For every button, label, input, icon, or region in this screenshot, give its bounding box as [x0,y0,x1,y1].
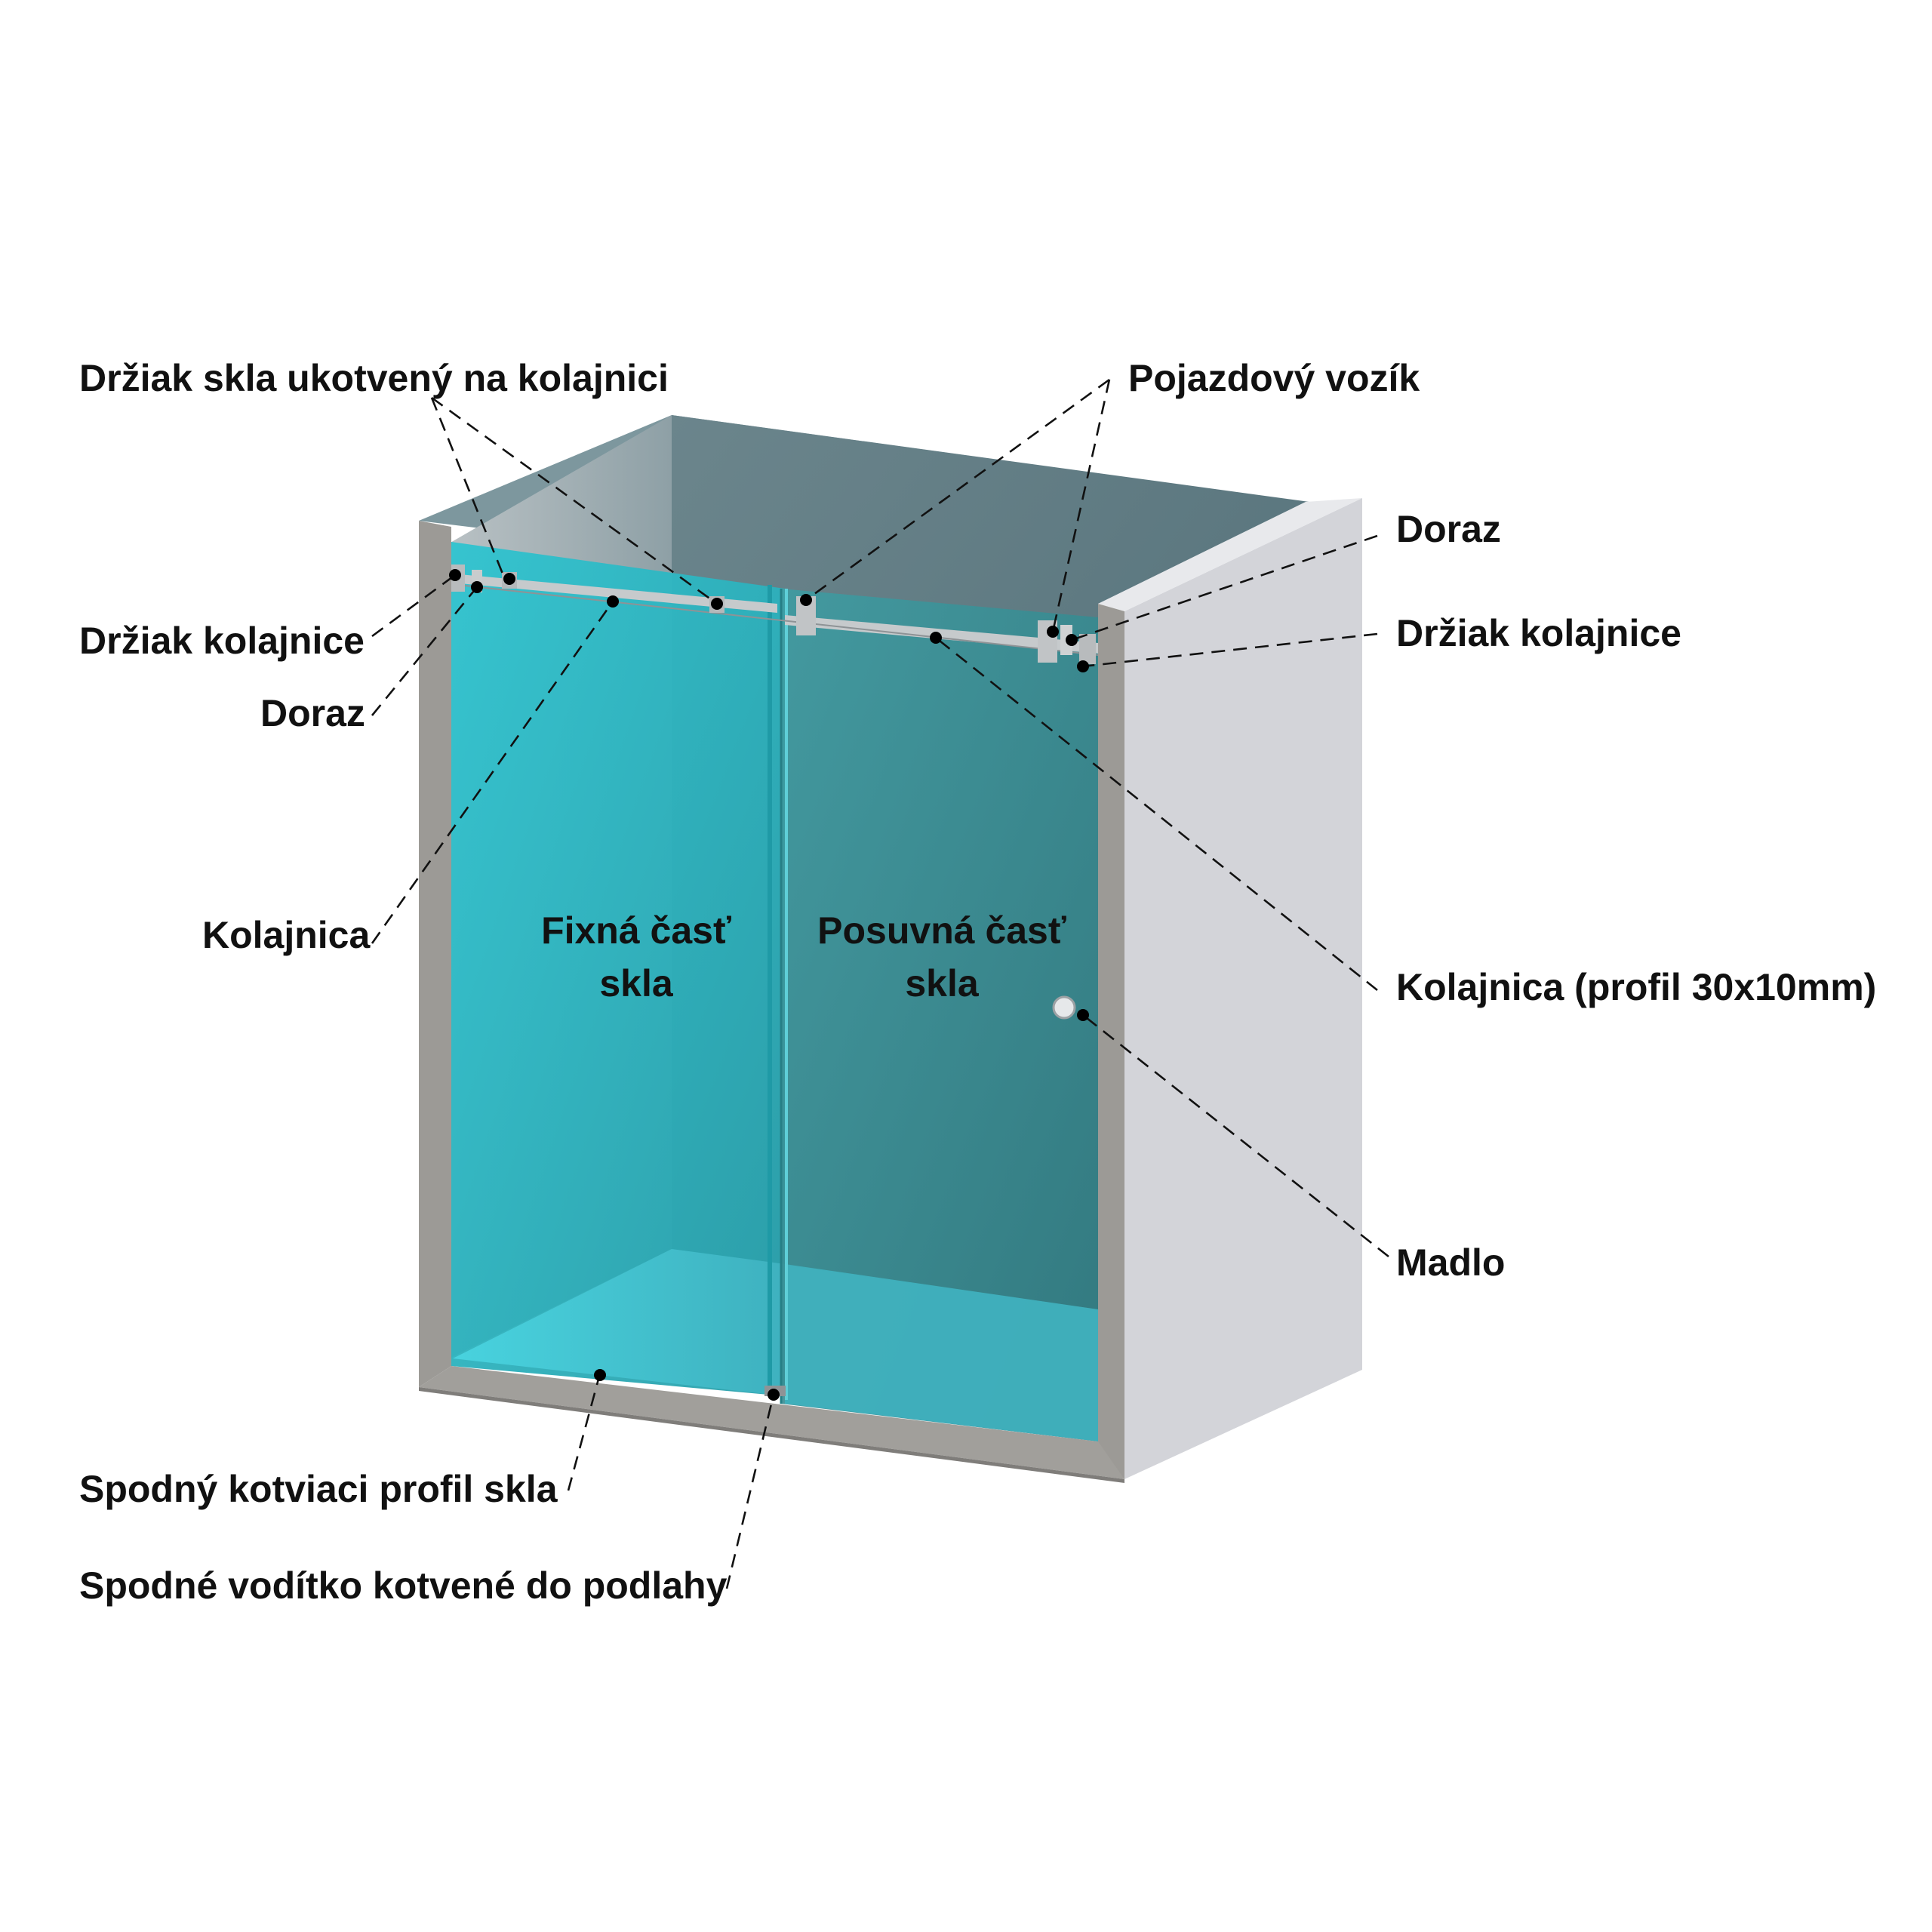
floor-fixed [453,1249,785,1396]
marker-bottom-guide [768,1389,780,1401]
sliding-glass-panel [781,589,1098,1441]
leader-rail-holder-left [371,574,456,638]
marker-bottom-profile [594,1369,606,1381]
rail-bar-left [451,574,777,613]
label-stop-left: Doraz [260,692,365,734]
labels: Držiak skla ukotvený na kolajnici Držiak… [79,357,1876,1607]
label-fixed-glass-line1: Fixná časť [541,909,731,952]
leader-rail-left [371,601,614,944]
label-bottom-floor-guide: Spodné vodítko kotvené do podlahy [79,1564,728,1607]
leader-lines [371,378,1389,1589]
marker-glass-holder-1 [503,573,515,585]
rail-bar-right [785,615,1098,654]
callout-markers [449,569,1089,1401]
label-rail-holder-right: Držiak kolajnice [1396,612,1681,654]
leader-rail-profile [935,636,1378,992]
leader-glass-holder-b [431,396,718,605]
marker-rail-holder-left [449,569,461,581]
frame-left-post [419,521,451,1387]
label-rail-profile: Kolajnica (profil 30x10mm) [1396,966,1876,1008]
marker-carriage-right [1047,626,1059,638]
label-handle: Madlo [1396,1241,1505,1284]
label-bottom-anchor-profile: Spodný kotviaci profil skla [79,1468,558,1510]
leader-carriage-a [805,378,1110,601]
leader-glass-holder-a [430,397,507,582]
leader-bottom-guide [725,1394,775,1589]
glass [451,542,1098,1441]
right-side-wall [1124,498,1362,1479]
frame-right-post [1098,604,1124,1479]
label-stop-right: Doraz [1396,508,1501,550]
label-sliding-glass-line2: skla [905,962,980,1004]
marker-stop-right [1066,634,1078,646]
floor-sliding [785,1264,1098,1441]
leader-rail-holder-right [1082,632,1378,668]
rail-shadow [451,583,1099,656]
rail-holder-right-fitting [1079,634,1096,664]
marker-stop-left [471,581,483,593]
label-fixed-glass-line2: skla [599,962,674,1004]
leader-stop-left [371,586,478,716]
label-roller-carriage: Pojazdový vozík [1128,357,1420,399]
marker-rail-left [607,595,619,608]
label-sliding-glass-line1: Posuvná časť [817,909,1066,952]
handle-knob [1052,995,1076,1020]
label-rail-holder-left: Držiak kolajnice [79,620,365,662]
leader-stop-right [1071,534,1378,641]
marker-rail-holder-right [1077,660,1089,672]
marker-glass-holder-2 [711,598,723,610]
label-rail-left: Kolajnica [202,914,371,956]
label-glass-holder-on-rail: Držiak skla ukotvený na kolajnici [79,357,669,399]
marker-handle [1077,1009,1089,1021]
frame-bottom-face [419,1387,1124,1483]
marker-rail-profile [930,632,942,644]
leader-bottom-profile [567,1373,601,1491]
right-wall-top-edge [1098,498,1362,611]
fixed-glass-panel [451,542,785,1396]
marker-carriage-left [800,594,812,606]
